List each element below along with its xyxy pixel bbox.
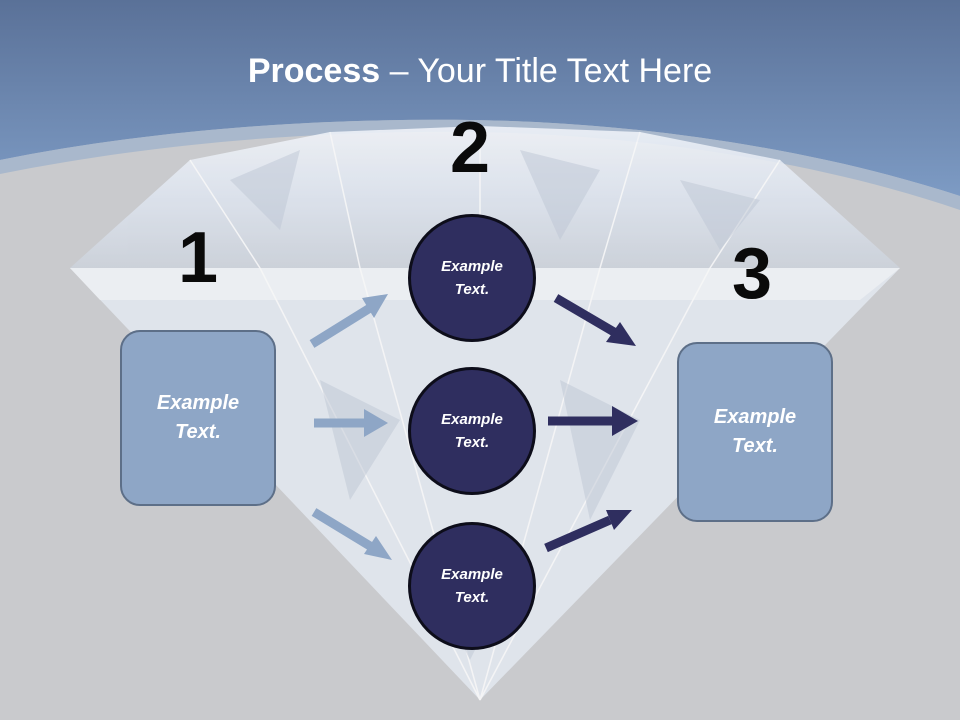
step-number-1: 1 [178, 218, 219, 298]
left-box-text: Example Text. [156, 392, 240, 443]
output-box-right: Example Text. [677, 342, 833, 522]
input-box-left: Example Text. [120, 330, 276, 506]
circle-top-text: Example Text. [441, 258, 503, 298]
arrow-left-to-middle [314, 409, 388, 437]
process-circle-bottom: Example Text. [408, 522, 536, 650]
circle-middle-text: Example Text. [441, 411, 503, 451]
slide-title: Process – Your Title Text Here [0, 52, 960, 91]
title-rest: – Your Title Text Here [380, 52, 713, 90]
process-circle-top: Example Text. [408, 214, 536, 342]
arrow-top-to-right [553, 294, 636, 346]
arrow-middle-to-right [548, 406, 638, 436]
process-circle-middle: Example Text. [408, 367, 536, 495]
right-box-text: Example Text. [713, 406, 797, 457]
step-number-2: 2 [450, 108, 491, 188]
step-number-3: 3 [732, 234, 773, 314]
arrow-left-to-top [309, 294, 388, 348]
arrow-bottom-to-right [544, 510, 632, 553]
title-bold: Process [247, 52, 381, 90]
circle-bottom-text: Example Text. [441, 566, 503, 606]
arrow-left-to-bottom [311, 508, 392, 560]
